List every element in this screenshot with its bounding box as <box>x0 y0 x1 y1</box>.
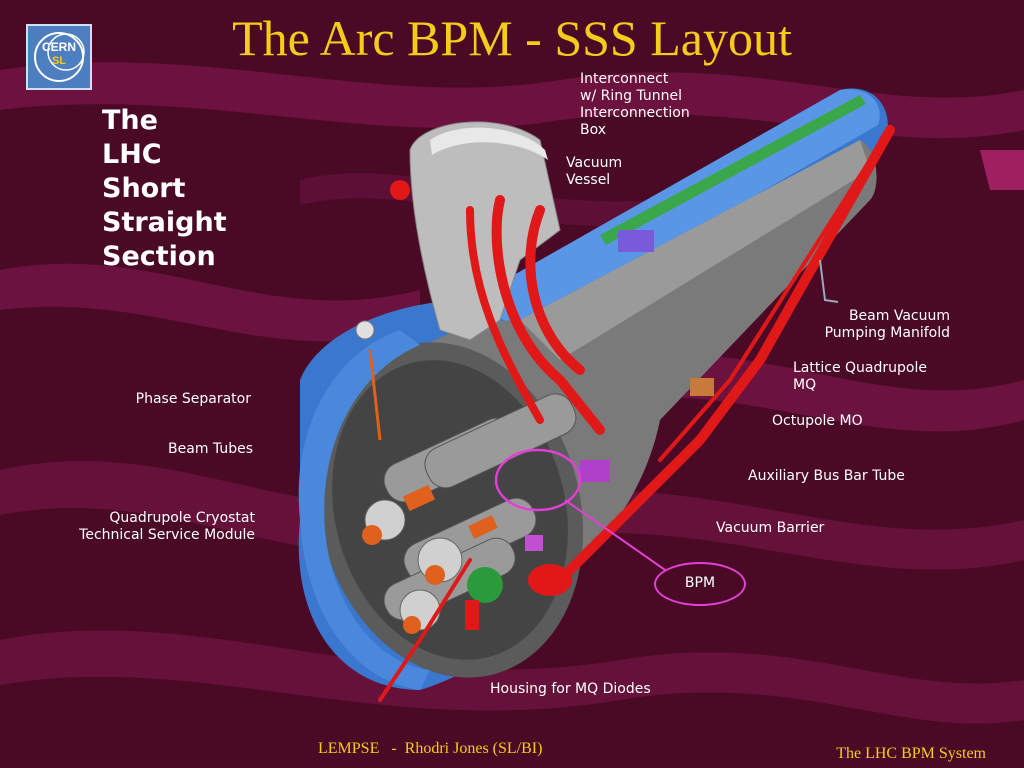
bpm-callout: BPM <box>654 562 746 606</box>
footer-author: LEMPSE - Rhodri Jones (SL/BI) <box>318 740 543 757</box>
label-quadrupole-cryostat: Quadrupole Cryostat Technical Service Mo… <box>79 510 255 544</box>
section-title-line: Section <box>102 241 216 272</box>
label-line: Quadrupole Cryostat <box>109 510 255 526</box>
label-line: Vacuum <box>566 155 623 171</box>
label-vacuum-barrier: Vacuum Barrier <box>716 520 825 536</box>
label-phase-separator: Phase Separator <box>135 391 251 407</box>
section-title-line: Short <box>102 173 186 204</box>
label-line: Box <box>580 122 607 138</box>
label-line: w/ Ring Tunnel <box>580 88 682 104</box>
label-octupole: Octupole MO <box>772 413 863 429</box>
label-line: Technical Service Module <box>79 527 255 543</box>
label-auxiliary-bus-bar: Auxiliary Bus Bar Tube <box>748 468 905 484</box>
label-lattice-quadrupole: Lattice Quadrupole MQ <box>793 360 927 394</box>
section-title-line: LHC <box>102 139 162 170</box>
label-line: Interconnection <box>580 105 690 121</box>
label-line: Interconnect <box>580 71 669 87</box>
label-line: Vessel <box>566 172 611 188</box>
footer-presentation-title: The LHC BPM System <box>836 745 986 762</box>
label-vacuum-vessel: Vacuum Vessel <box>566 155 622 189</box>
logo-cern-text: CERN <box>41 40 76 54</box>
label-line: Pumping Manifold <box>824 325 950 341</box>
logo-sl-text: SL <box>51 55 67 67</box>
cern-sl-logo: CERN SL <box>26 24 92 90</box>
label-housing-mq-diodes: Housing for MQ Diodes <box>490 681 651 697</box>
label-bpm: BPM <box>684 575 716 591</box>
label-line: Beam Vacuum <box>848 308 950 324</box>
section-title: The LHC Short Straight Section <box>102 104 302 274</box>
label-interconnect: Interconnect w/ Ring Tunnel Interconnect… <box>580 71 690 139</box>
slide-title: The Arc BPM - SSS Layout <box>232 10 792 66</box>
label-beam-tubes: Beam Tubes <box>168 441 253 457</box>
section-title-line: The <box>102 105 158 136</box>
label-line: Lattice Quadrupole <box>793 360 927 376</box>
label-line: MQ <box>793 377 817 393</box>
logo-rings-icon <box>34 32 85 82</box>
section-title-line: Straight <box>102 207 227 238</box>
label-beam-vacuum-manifold: Beam Vacuum Pumping Manifold <box>825 308 950 342</box>
